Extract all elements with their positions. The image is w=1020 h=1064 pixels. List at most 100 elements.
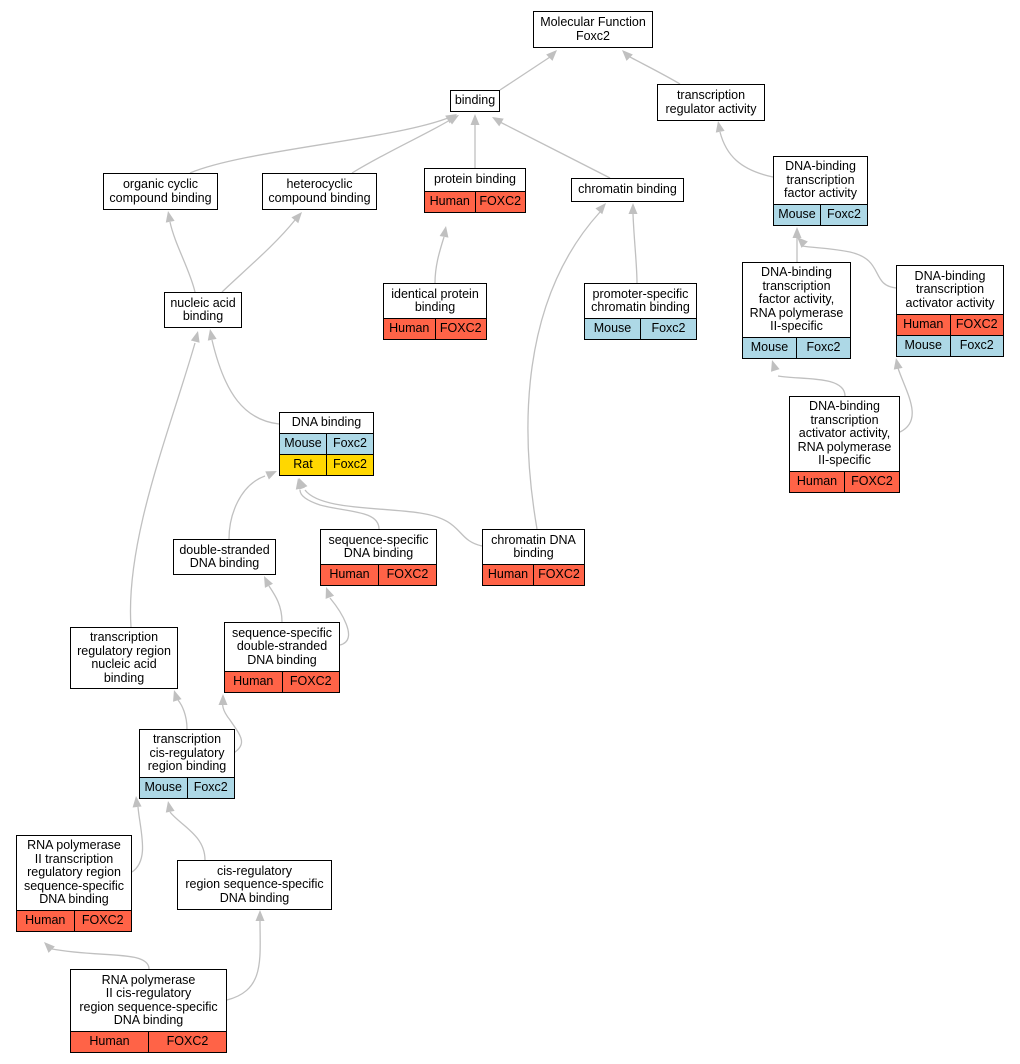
gene-cell: Foxc2 bbox=[796, 338, 850, 358]
edge-line bbox=[129, 342, 196, 628]
edge-line bbox=[629, 56, 681, 85]
annotation-row: Human FOXC2 bbox=[225, 671, 339, 692]
edge-arrowhead bbox=[165, 211, 175, 223]
gene-cell: FOXC2 bbox=[474, 192, 526, 212]
species-cell: Human bbox=[796, 474, 838, 489]
gene-cell: FOXC2 bbox=[148, 1032, 226, 1052]
term-node-rp2trr[interactable]: RNA polymerase II transcription regulato… bbox=[16, 835, 132, 932]
term-node-tra[interactable]: transcription regulator activity bbox=[657, 84, 765, 121]
species-cell: Human bbox=[89, 1034, 130, 1049]
term-node-tcrrb[interactable]: transcription cis-regulatory region bind… bbox=[139, 729, 235, 799]
edge-arrowhead bbox=[771, 360, 780, 372]
edge-line bbox=[211, 339, 280, 425]
term-node-occb[interactable]: organic cyclic compound binding bbox=[103, 173, 218, 210]
term-title: DNA-binding transcription activator acti… bbox=[905, 268, 995, 310]
term-node-crrss[interactable]: cis-regulatory region sequence-specific … bbox=[177, 860, 332, 910]
term-node-dbtfa2[interactable]: DNA-binding transcription factor activit… bbox=[742, 262, 851, 359]
gene-cell: Foxc2 bbox=[186, 778, 235, 798]
term-title: chromatin DNA binding bbox=[491, 532, 576, 560]
species-cell: Mouse bbox=[593, 321, 632, 336]
edge-arrowhead bbox=[546, 50, 557, 61]
edge-line bbox=[177, 699, 188, 730]
edge-line bbox=[499, 121, 611, 179]
edge-line bbox=[329, 597, 350, 646]
term-title: heterocyclic compound binding bbox=[268, 177, 371, 205]
edge-line bbox=[268, 585, 283, 623]
term-node-dsdb[interactable]: double-stranded DNA binding bbox=[173, 539, 276, 575]
term-title: transcription regulatory region nucleic … bbox=[77, 630, 171, 685]
edge-arrowhead bbox=[595, 203, 606, 215]
edge-line bbox=[777, 375, 846, 397]
term-node-rp2cr[interactable]: RNA polymerase II cis-regulatory region … bbox=[70, 969, 227, 1053]
term-node-hcb[interactable]: heterocyclic compound binding bbox=[262, 173, 377, 210]
annotation-row: Human FOXC2 bbox=[17, 910, 131, 931]
edge-arrowhead bbox=[190, 331, 200, 343]
term-node-cb[interactable]: chromatin binding bbox=[571, 178, 684, 202]
edge-line bbox=[434, 236, 445, 284]
term-node-ssdsdb[interactable]: sequence-specific double-stranded DNA bi… bbox=[224, 622, 340, 693]
edge-arrowhead bbox=[218, 694, 228, 705]
edge-arrowhead bbox=[792, 227, 802, 238]
gene-cell: Foxc2 bbox=[326, 455, 373, 475]
edge-line bbox=[499, 56, 551, 91]
term-node-dbtfa[interactable]: DNA-binding transcription factor activit… bbox=[773, 156, 868, 226]
edge-arrowhead bbox=[470, 114, 480, 125]
edge-arrowhead bbox=[715, 121, 725, 133]
edge-line bbox=[228, 475, 266, 540]
term-title: sequence-specific double-stranded DNA bi… bbox=[231, 625, 333, 667]
gene-cell: FOXC2 bbox=[434, 319, 487, 339]
edge-arrowhead bbox=[492, 117, 504, 127]
edge-line bbox=[299, 489, 380, 530]
edge-arrowhead bbox=[893, 358, 903, 370]
edge-arrowhead bbox=[325, 587, 335, 599]
term-title: transcription regulator activity bbox=[665, 88, 757, 116]
species-cell: Human bbox=[389, 321, 430, 336]
term-node-binding[interactable]: binding bbox=[450, 90, 500, 112]
species-cell: Human bbox=[233, 674, 274, 689]
edge-arrowhead bbox=[265, 471, 277, 480]
term-node-dbtaa[interactable]: DNA-binding transcription activator acti… bbox=[896, 265, 1004, 357]
term-node-nab[interactable]: nucleic acid binding bbox=[164, 292, 242, 328]
species-cell: Mouse bbox=[904, 338, 943, 353]
term-node-dbtaa2[interactable]: DNA-binding transcription activator acti… bbox=[789, 396, 900, 493]
term-node-trrnab[interactable]: transcription regulatory region nucleic … bbox=[70, 627, 178, 689]
edge-arrowhead bbox=[797, 237, 808, 248]
term-title: double-stranded DNA binding bbox=[179, 542, 270, 570]
edge-arrowhead bbox=[207, 329, 217, 341]
gene-cell: FOXC2 bbox=[281, 672, 340, 692]
term-title: binding bbox=[454, 93, 496, 108]
edge-line bbox=[719, 131, 774, 178]
edge-line bbox=[897, 367, 913, 433]
species-cell: Human bbox=[429, 194, 470, 209]
edge-arrowhead bbox=[255, 910, 265, 921]
annotation-row: Human FOXC2 bbox=[425, 191, 525, 212]
term-node-mf[interactable]: Molecular Function Foxc2 bbox=[533, 11, 653, 48]
edge-arrowhead bbox=[439, 226, 449, 238]
species-cell: Human bbox=[25, 913, 66, 928]
term-title: promoter-specific chromatin binding bbox=[591, 286, 690, 314]
edge-arrowhead bbox=[622, 50, 633, 61]
term-title: RNA polymerase II transcription regulato… bbox=[23, 838, 125, 907]
edge-line bbox=[51, 948, 150, 970]
edge-line bbox=[131, 806, 144, 873]
species-cell: Mouse bbox=[144, 780, 183, 795]
annotation-row: Human FOXC2 bbox=[384, 318, 486, 339]
edge-line bbox=[169, 811, 206, 861]
species-cell: Mouse bbox=[778, 207, 816, 222]
gene-cell: FOXC2 bbox=[949, 315, 1004, 335]
gene-cell: FOXC2 bbox=[73, 911, 132, 931]
term-title: DNA binding bbox=[291, 415, 362, 430]
term-title: nucleic acid binding bbox=[170, 295, 236, 323]
